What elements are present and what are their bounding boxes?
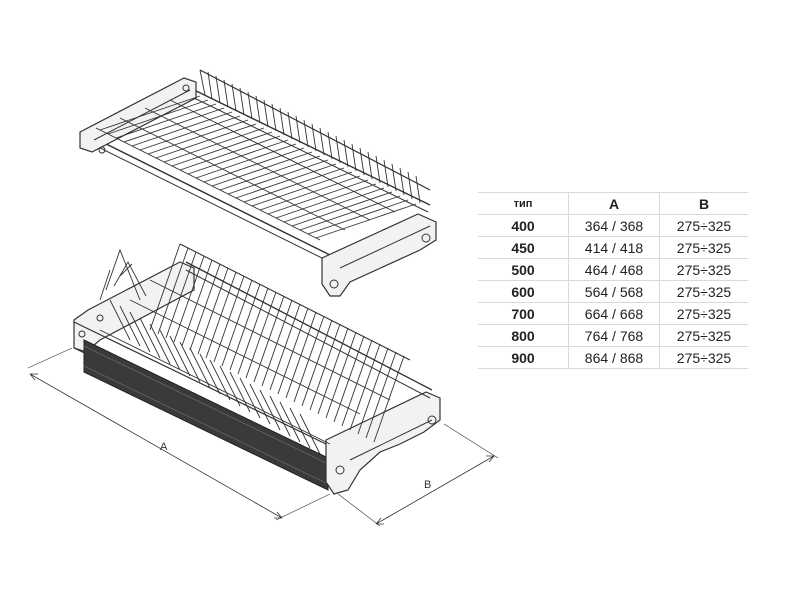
table-row: 700 664 / 668 275÷325 [478, 302, 748, 325]
lower-rack-left-frame [73, 261, 195, 353]
table-row: 500 464 / 468 275÷325 [478, 258, 748, 281]
cell-type: 600 [478, 280, 569, 303]
table-header-row: тип A B [478, 192, 748, 215]
lower-rack-right-frame [325, 391, 441, 495]
upper-rack-deck-wires [99, 95, 417, 239]
cell-b: 275÷325 [659, 346, 748, 369]
lower-rack [73, 243, 441, 495]
cell-a: 764 / 768 [568, 324, 660, 347]
cell-a: 864 / 868 [568, 346, 660, 369]
cell-a: 564 / 568 [568, 280, 660, 303]
upper-rack-back-wires [199, 69, 421, 204]
cell-type: 800 [478, 324, 569, 347]
dimension-b-label: B [424, 479, 431, 491]
cell-a: 464 / 468 [568, 258, 660, 281]
table-row: 900 864 / 868 275÷325 [478, 346, 748, 369]
upper-rack-right-frame [321, 213, 437, 297]
upper-rack-back-rail [189, 87, 431, 206]
table-row: 800 764 / 768 275÷325 [478, 324, 748, 347]
cell-b: 275÷325 [659, 324, 748, 347]
cell-type: 450 [478, 236, 569, 259]
cell-type: 900 [478, 346, 569, 369]
dimension-a-label: A [160, 441, 168, 453]
lower-rack-front-strip [83, 339, 329, 491]
cell-b: 275÷325 [659, 236, 748, 259]
upper-rack-front-rail [87, 134, 331, 256]
header-type: тип [478, 192, 569, 215]
lower-rack-bowl-wires [99, 248, 147, 301]
table-row: 450 414 / 418 275÷325 [478, 236, 748, 259]
cell-b: 275÷325 [659, 280, 748, 303]
cell-type: 700 [478, 302, 569, 325]
cell-a: 364 / 368 [568, 214, 660, 237]
cell-a: 664 / 668 [568, 302, 660, 325]
cell-type: 500 [478, 258, 569, 281]
cell-b: 275÷325 [659, 258, 748, 281]
dimension-a [27, 347, 331, 521]
size-spec-table: тип A B 400 364 / 368 275÷325 450 414 / … [478, 192, 748, 369]
cell-b: 275÷325 [659, 214, 748, 237]
header-a: A [568, 192, 660, 215]
header-b: B [659, 192, 748, 215]
table-row: 400 364 / 368 275÷325 [478, 214, 748, 237]
table-row: 600 564 / 568 275÷325 [478, 280, 748, 303]
cell-b: 275÷325 [659, 302, 748, 325]
cell-type: 400 [478, 214, 569, 237]
upper-rack [79, 69, 437, 297]
upper-rack-left-frame [79, 77, 197, 153]
cell-a: 414 / 418 [568, 236, 660, 259]
dimension-b [337, 423, 499, 527]
